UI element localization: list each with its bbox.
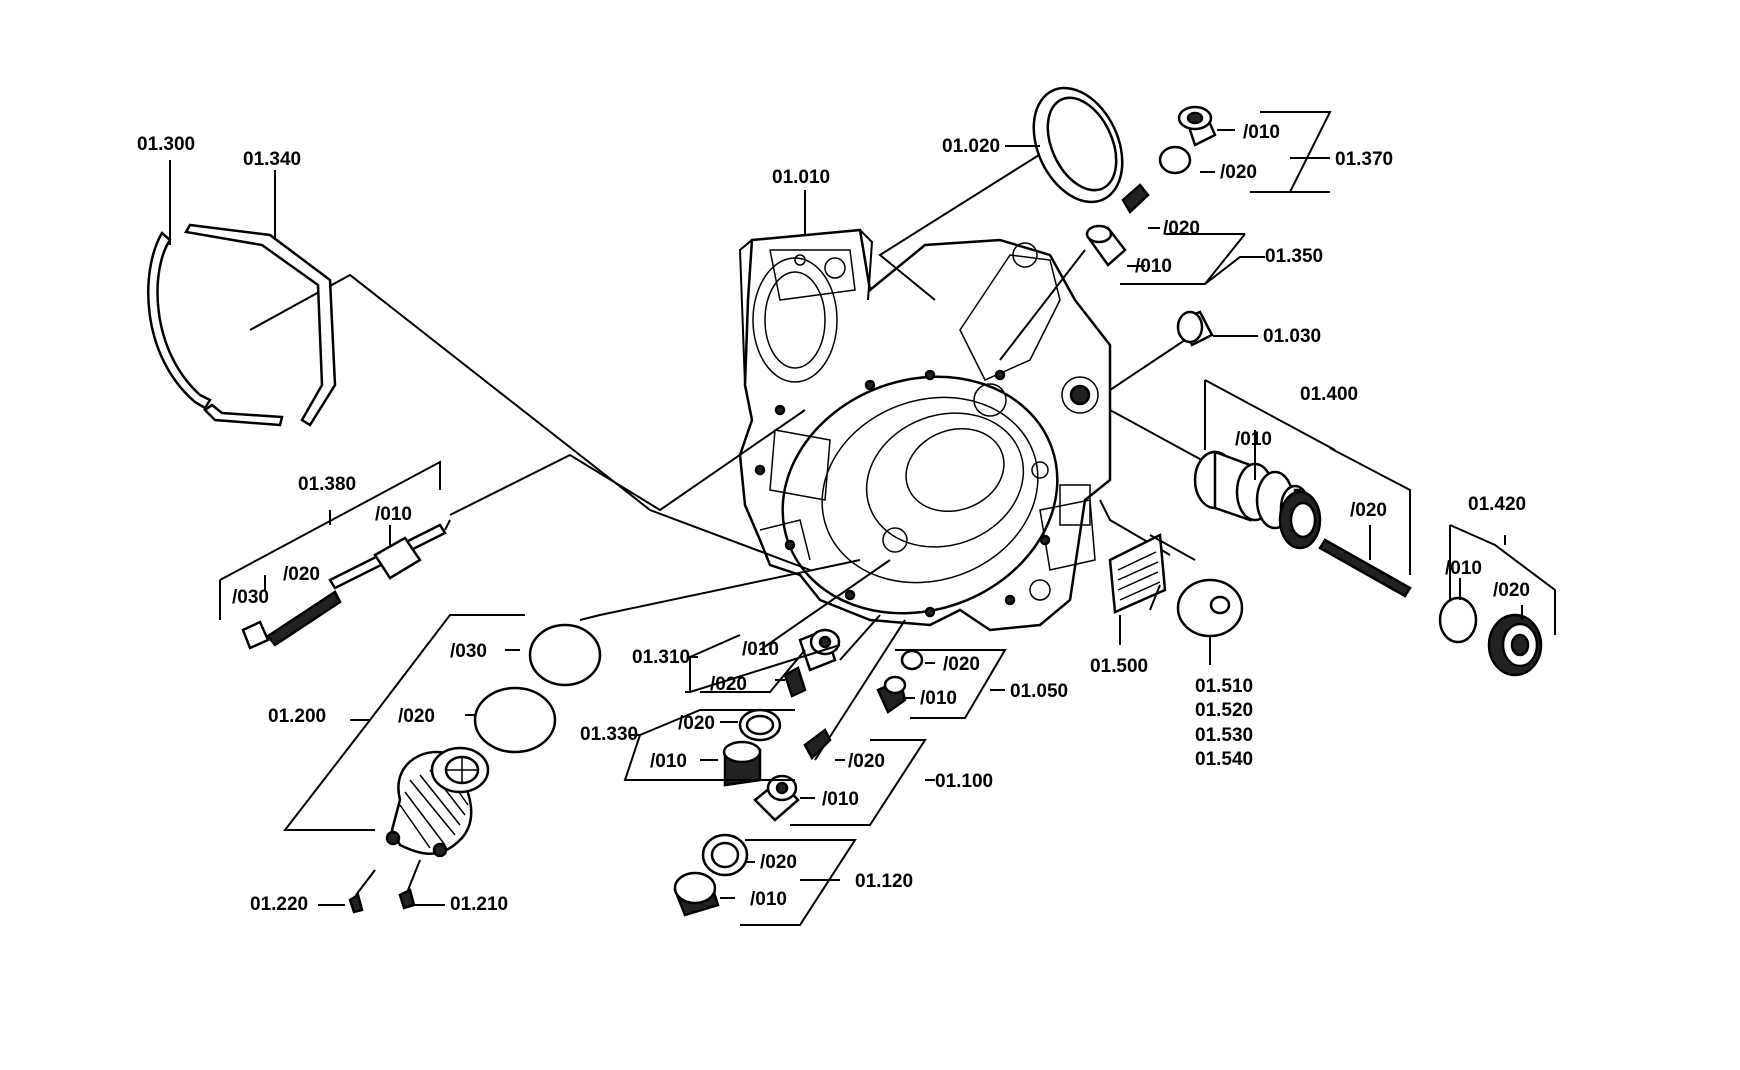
- label-01020[interactable]: 01.020: [942, 136, 1000, 157]
- label-01500[interactable]: 01.500: [1090, 656, 1148, 677]
- plug-01120[interactable]: [673, 833, 749, 917]
- label-01100-010[interactable]: /010: [822, 789, 859, 810]
- label-01120-010[interactable]: /010: [750, 889, 787, 910]
- label-01100-020[interactable]: /020: [848, 751, 885, 772]
- label-01340[interactable]: 01.340: [243, 149, 301, 170]
- sleeve-01330[interactable]: [722, 708, 782, 787]
- label-01380[interactable]: 01.380: [298, 474, 356, 495]
- label-01380-010[interactable]: /010: [375, 504, 412, 525]
- screw-01220[interactable]: [348, 869, 376, 914]
- label-01420-010[interactable]: /010: [1445, 558, 1482, 579]
- label-01210[interactable]: 01.210: [450, 894, 508, 915]
- label-01310[interactable]: 01.310: [632, 647, 690, 668]
- label-01100[interactable]: 01.100: [935, 771, 993, 792]
- label-01220[interactable]: 01.220: [250, 894, 308, 915]
- bushing-01030[interactable]: [1176, 310, 1214, 347]
- label-01350[interactable]: 01.350: [1265, 246, 1323, 267]
- label-01520[interactable]: 01.520: [1195, 700, 1253, 721]
- seal-ring-01020[interactable]: [1016, 74, 1139, 217]
- label-01420[interactable]: 01.420: [1468, 494, 1526, 515]
- label-01370[interactable]: 01.370: [1335, 149, 1393, 170]
- label-01530[interactable]: 01.530: [1195, 725, 1253, 746]
- label-01300[interactable]: 01.300: [137, 134, 195, 155]
- screw-01210[interactable]: [398, 859, 421, 910]
- label-01050[interactable]: 01.050: [1010, 681, 1068, 702]
- label-01380-030[interactable]: /030: [232, 587, 269, 608]
- label-01120-020[interactable]: /020: [760, 852, 797, 873]
- label-01310-020[interactable]: /020: [710, 674, 747, 695]
- label-01380-020[interactable]: /020: [283, 564, 320, 585]
- label-01200[interactable]: 01.200: [268, 706, 326, 727]
- snap-ring-01300[interactable]: [147, 223, 337, 427]
- label-01400-010[interactable]: /010: [1235, 429, 1272, 450]
- part-labels: 01.300 01.340 01.010 01.020 /010 /020 01…: [137, 122, 1530, 915]
- valve-01100[interactable]: [753, 728, 832, 822]
- label-01030[interactable]: 01.030: [1263, 326, 1321, 347]
- detent-rod-01380[interactable]: [241, 519, 451, 650]
- label-01200-020[interactable]: /020: [398, 706, 435, 727]
- label-01350-020[interactable]: /020: [1163, 218, 1200, 239]
- label-01350-010[interactable]: /010: [1135, 256, 1172, 277]
- cap-01370[interactable]: [1158, 105, 1217, 175]
- label-01540[interactable]: 01.540: [1195, 749, 1253, 770]
- label-01330-020[interactable]: /020: [678, 713, 715, 734]
- label-01330[interactable]: 01.330: [580, 724, 638, 745]
- label-01310-010[interactable]: /010: [742, 639, 779, 660]
- label-01120[interactable]: 01.120: [855, 871, 913, 892]
- label-01400-020[interactable]: /020: [1350, 500, 1387, 521]
- transmission-housing[interactable]: [738, 228, 1112, 651]
- label-01050-010[interactable]: /010: [920, 688, 957, 709]
- screen-01500[interactable]: [1108, 533, 1196, 614]
- plug-01050[interactable]: [876, 649, 924, 714]
- filter-01200[interactable]: [385, 623, 602, 858]
- label-01370-020[interactable]: /020: [1220, 162, 1257, 183]
- spring-plug-01350[interactable]: [1085, 183, 1150, 267]
- valve-01400[interactable]: [1193, 450, 1412, 598]
- label-01330-010[interactable]: /010: [650, 751, 687, 772]
- label-leaders: [169, 111, 1556, 926]
- plug-01420[interactable]: [1438, 596, 1543, 677]
- plug-cap-01510[interactable]: [1176, 578, 1244, 665]
- label-01200-030[interactable]: /030: [450, 641, 487, 662]
- label-01400[interactable]: 01.400: [1300, 384, 1358, 405]
- label-01510[interactable]: 01.510: [1195, 676, 1253, 697]
- label-01010[interactable]: 01.010: [772, 167, 830, 188]
- label-01370-010[interactable]: /010: [1243, 122, 1280, 143]
- label-01050-020[interactable]: /020: [943, 654, 980, 675]
- label-01420-020[interactable]: /020: [1493, 580, 1530, 601]
